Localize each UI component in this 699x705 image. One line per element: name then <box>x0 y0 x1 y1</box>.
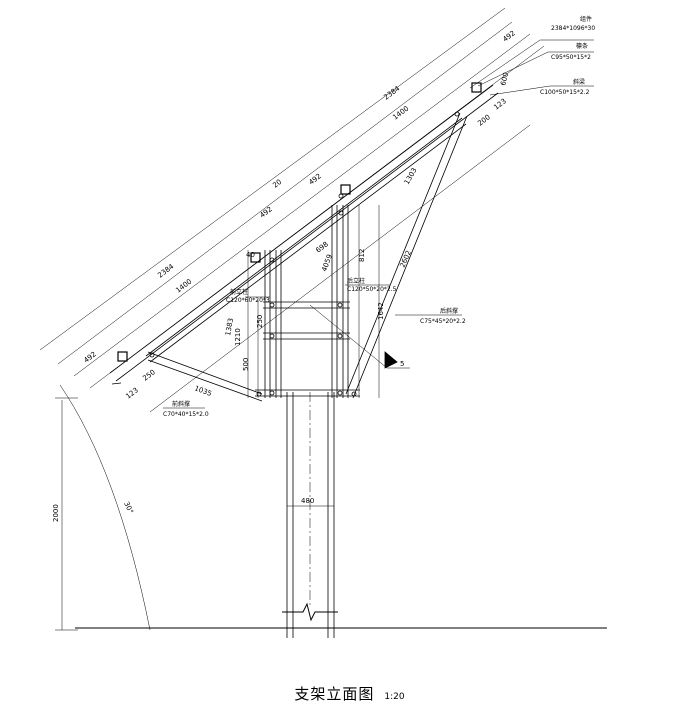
label-purlin-spec: C95*50*15*2 <box>551 54 591 61</box>
main-pile <box>282 392 338 638</box>
ground-dimensions: 2000 30° <box>52 500 135 522</box>
drawing-title: 支架立面图 <box>294 685 375 703</box>
bolt-circles <box>149 111 460 397</box>
dim-2384-bottom: 2384 <box>156 262 175 279</box>
drawing-scale: 1:20 <box>384 692 405 702</box>
dim-40: 40 <box>246 251 255 259</box>
vertical-dimension-lines <box>55 205 380 631</box>
drawing-title-block: 支架立面图 1:20 <box>0 683 699 704</box>
front-brace <box>147 351 263 402</box>
dim-1400-top: 1400 <box>391 104 410 121</box>
dim-2384-top: 2384 <box>382 84 401 101</box>
dim-1400-bottom: 1400 <box>174 277 193 294</box>
label-rafter-title: 斜梁 <box>573 78 585 86</box>
label-rear-brace-spec: C75*45*20*2.2 <box>420 318 466 325</box>
label-module-spec: 2384*1096*30 <box>551 25 595 32</box>
dim-492-bottom: 492 <box>82 350 97 364</box>
dim-600: 600 <box>499 72 510 87</box>
rear-brace <box>345 112 468 399</box>
angle-30: 30° <box>122 500 135 515</box>
dim-1210: 1210 <box>234 328 242 346</box>
dim-812: 812 <box>358 249 366 262</box>
upper-dimensions: 40 698 4059 812 1303 2602 1642 200 123 6… <box>246 72 510 320</box>
rear-column <box>331 205 349 398</box>
dim-480: 480 <box>301 497 314 505</box>
label-rafter-spec: C100*50*15*2.2 <box>540 89 590 96</box>
label-rear-column-spec: C120*50*20*2.5 <box>347 286 397 293</box>
label-front-brace-title: 前斜撑 <box>172 400 190 408</box>
dim-698: 698 <box>314 240 329 254</box>
dim-500: 500 <box>242 358 250 371</box>
dim-250-vert: 250 <box>256 315 264 328</box>
dim-200: 200 <box>476 113 491 127</box>
section-mark-number: 5 <box>400 360 404 368</box>
dim-1642: 1642 <box>377 302 385 320</box>
dim-123-bottom: 123 <box>124 386 139 400</box>
angle-arc <box>59 384 151 631</box>
label-rear-column-title: 后立柱 <box>347 277 365 285</box>
member-labels: 组件 2384*1096*30 檩条 C95*50*15*2 斜梁 C100*5… <box>163 15 595 418</box>
horizontal-members <box>255 301 360 397</box>
label-module-title: 组件 <box>580 15 592 23</box>
label-leaders <box>163 39 594 409</box>
section-marker <box>309 304 410 369</box>
main-rafter <box>109 84 499 385</box>
front-column <box>264 250 282 398</box>
dim-250: 250 <box>141 368 156 382</box>
label-rear-brace-title: 后斜撑 <box>440 307 458 315</box>
rafter-dimension-lines <box>39 7 545 413</box>
label-purlin-title: 檩条 <box>576 42 588 50</box>
label-front-column-spec: C120*60*20*3 <box>226 297 270 304</box>
dim-2602: 2602 <box>399 249 414 269</box>
dim-123-top: 123 <box>492 97 507 111</box>
dim-20: 20 <box>271 178 283 190</box>
dim-492-low: 492 <box>258 205 273 219</box>
dim-1035: 1035 <box>193 384 212 398</box>
purlin-clamps <box>117 82 482 362</box>
dim-2000: 2000 <box>52 504 60 522</box>
dim-1383: 1383 <box>224 317 235 336</box>
label-front-column-title: 前立柱 <box>230 288 248 296</box>
label-front-brace-spec: C70*40*15*2.0 <box>163 411 209 418</box>
dim-492-top: 492 <box>501 29 516 43</box>
